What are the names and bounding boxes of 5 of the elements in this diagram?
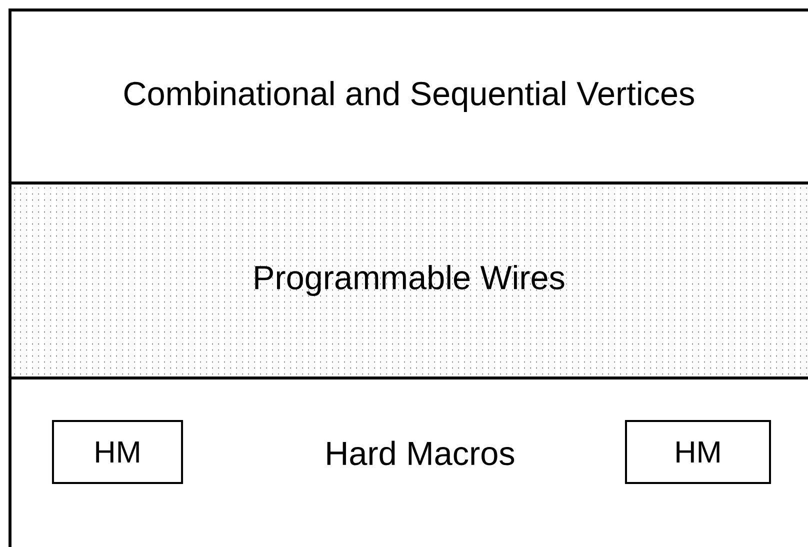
layer-label: Programmable Wires (255, 264, 564, 296)
layer-label: Combinational and Sequential Vertices (124, 80, 694, 112)
macro-box: HM (52, 420, 184, 484)
layer-label: Hard Macros (327, 440, 514, 466)
macro-box: HM (625, 420, 771, 484)
